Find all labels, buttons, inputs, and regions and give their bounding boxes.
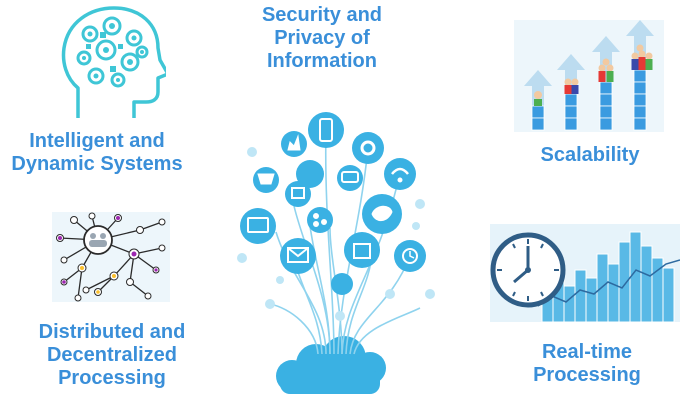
head-gears-icon: [56, 4, 166, 122]
label-distributed-line2: Decentralized: [46, 344, 178, 366]
label-distributed-decentralized: Distributed and Decentralized Processing: [22, 321, 202, 390]
label-scalability: Scalability: [528, 144, 652, 167]
label-realtime: Real-time Processing: [522, 341, 652, 387]
network-graph-icon: [52, 212, 170, 302]
label-intelligent-line1: Intelligent and: [29, 130, 165, 152]
technology-tree-icon: [230, 108, 450, 398]
label-realtime-line2: Processing: [533, 364, 641, 386]
label-scalability-line1: Scalability: [540, 144, 640, 166]
clock-bar-chart-icon: [490, 224, 680, 322]
label-security-line2: Privacy of: [274, 27, 370, 49]
label-distributed-line1: Distributed and: [38, 321, 186, 343]
label-realtime-line1: Real-time: [541, 341, 633, 363]
label-intelligent-dynamic: Intelligent and Dynamic Systems: [0, 130, 194, 176]
label-distributed-line3: Processing: [58, 367, 166, 389]
label-intelligent-line2: Dynamic Systems: [11, 153, 183, 175]
label-security-privacy: Security and Privacy of Information: [238, 4, 406, 73]
growth-arrows-people-icon: [514, 20, 664, 132]
label-security-line1: Security and: [261, 4, 383, 26]
label-security-line3: Information: [267, 50, 377, 72]
